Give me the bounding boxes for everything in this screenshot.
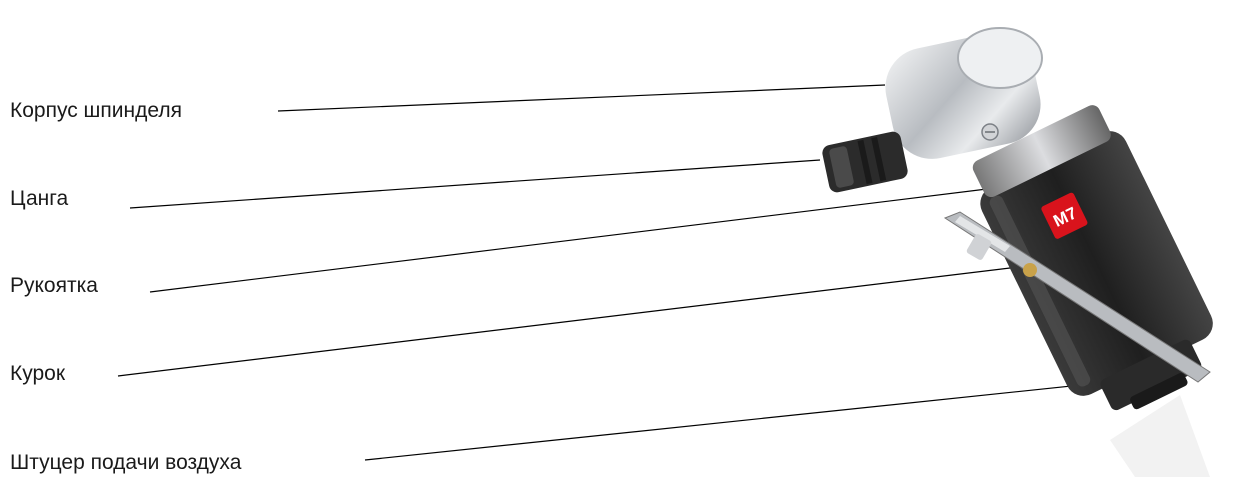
leader-line-collet (130, 160, 820, 208)
label-air-inlet: Штуцер подачи воздуха (10, 451, 241, 475)
leader-line-trigger (118, 268, 1010, 376)
leader-line-handle (150, 188, 995, 292)
leader-line-spindle-housing (278, 85, 885, 111)
label-handle: Рукоятка (10, 274, 98, 298)
angle-grinder-illustration: M7 (821, 26, 1234, 433)
label-trigger: Курок (10, 362, 65, 386)
label-spindle-housing: Корпус шпинделя (10, 99, 182, 123)
label-collet: Цанга (10, 187, 68, 211)
collet (821, 130, 909, 194)
decorative-corner-shape (1110, 395, 1210, 477)
